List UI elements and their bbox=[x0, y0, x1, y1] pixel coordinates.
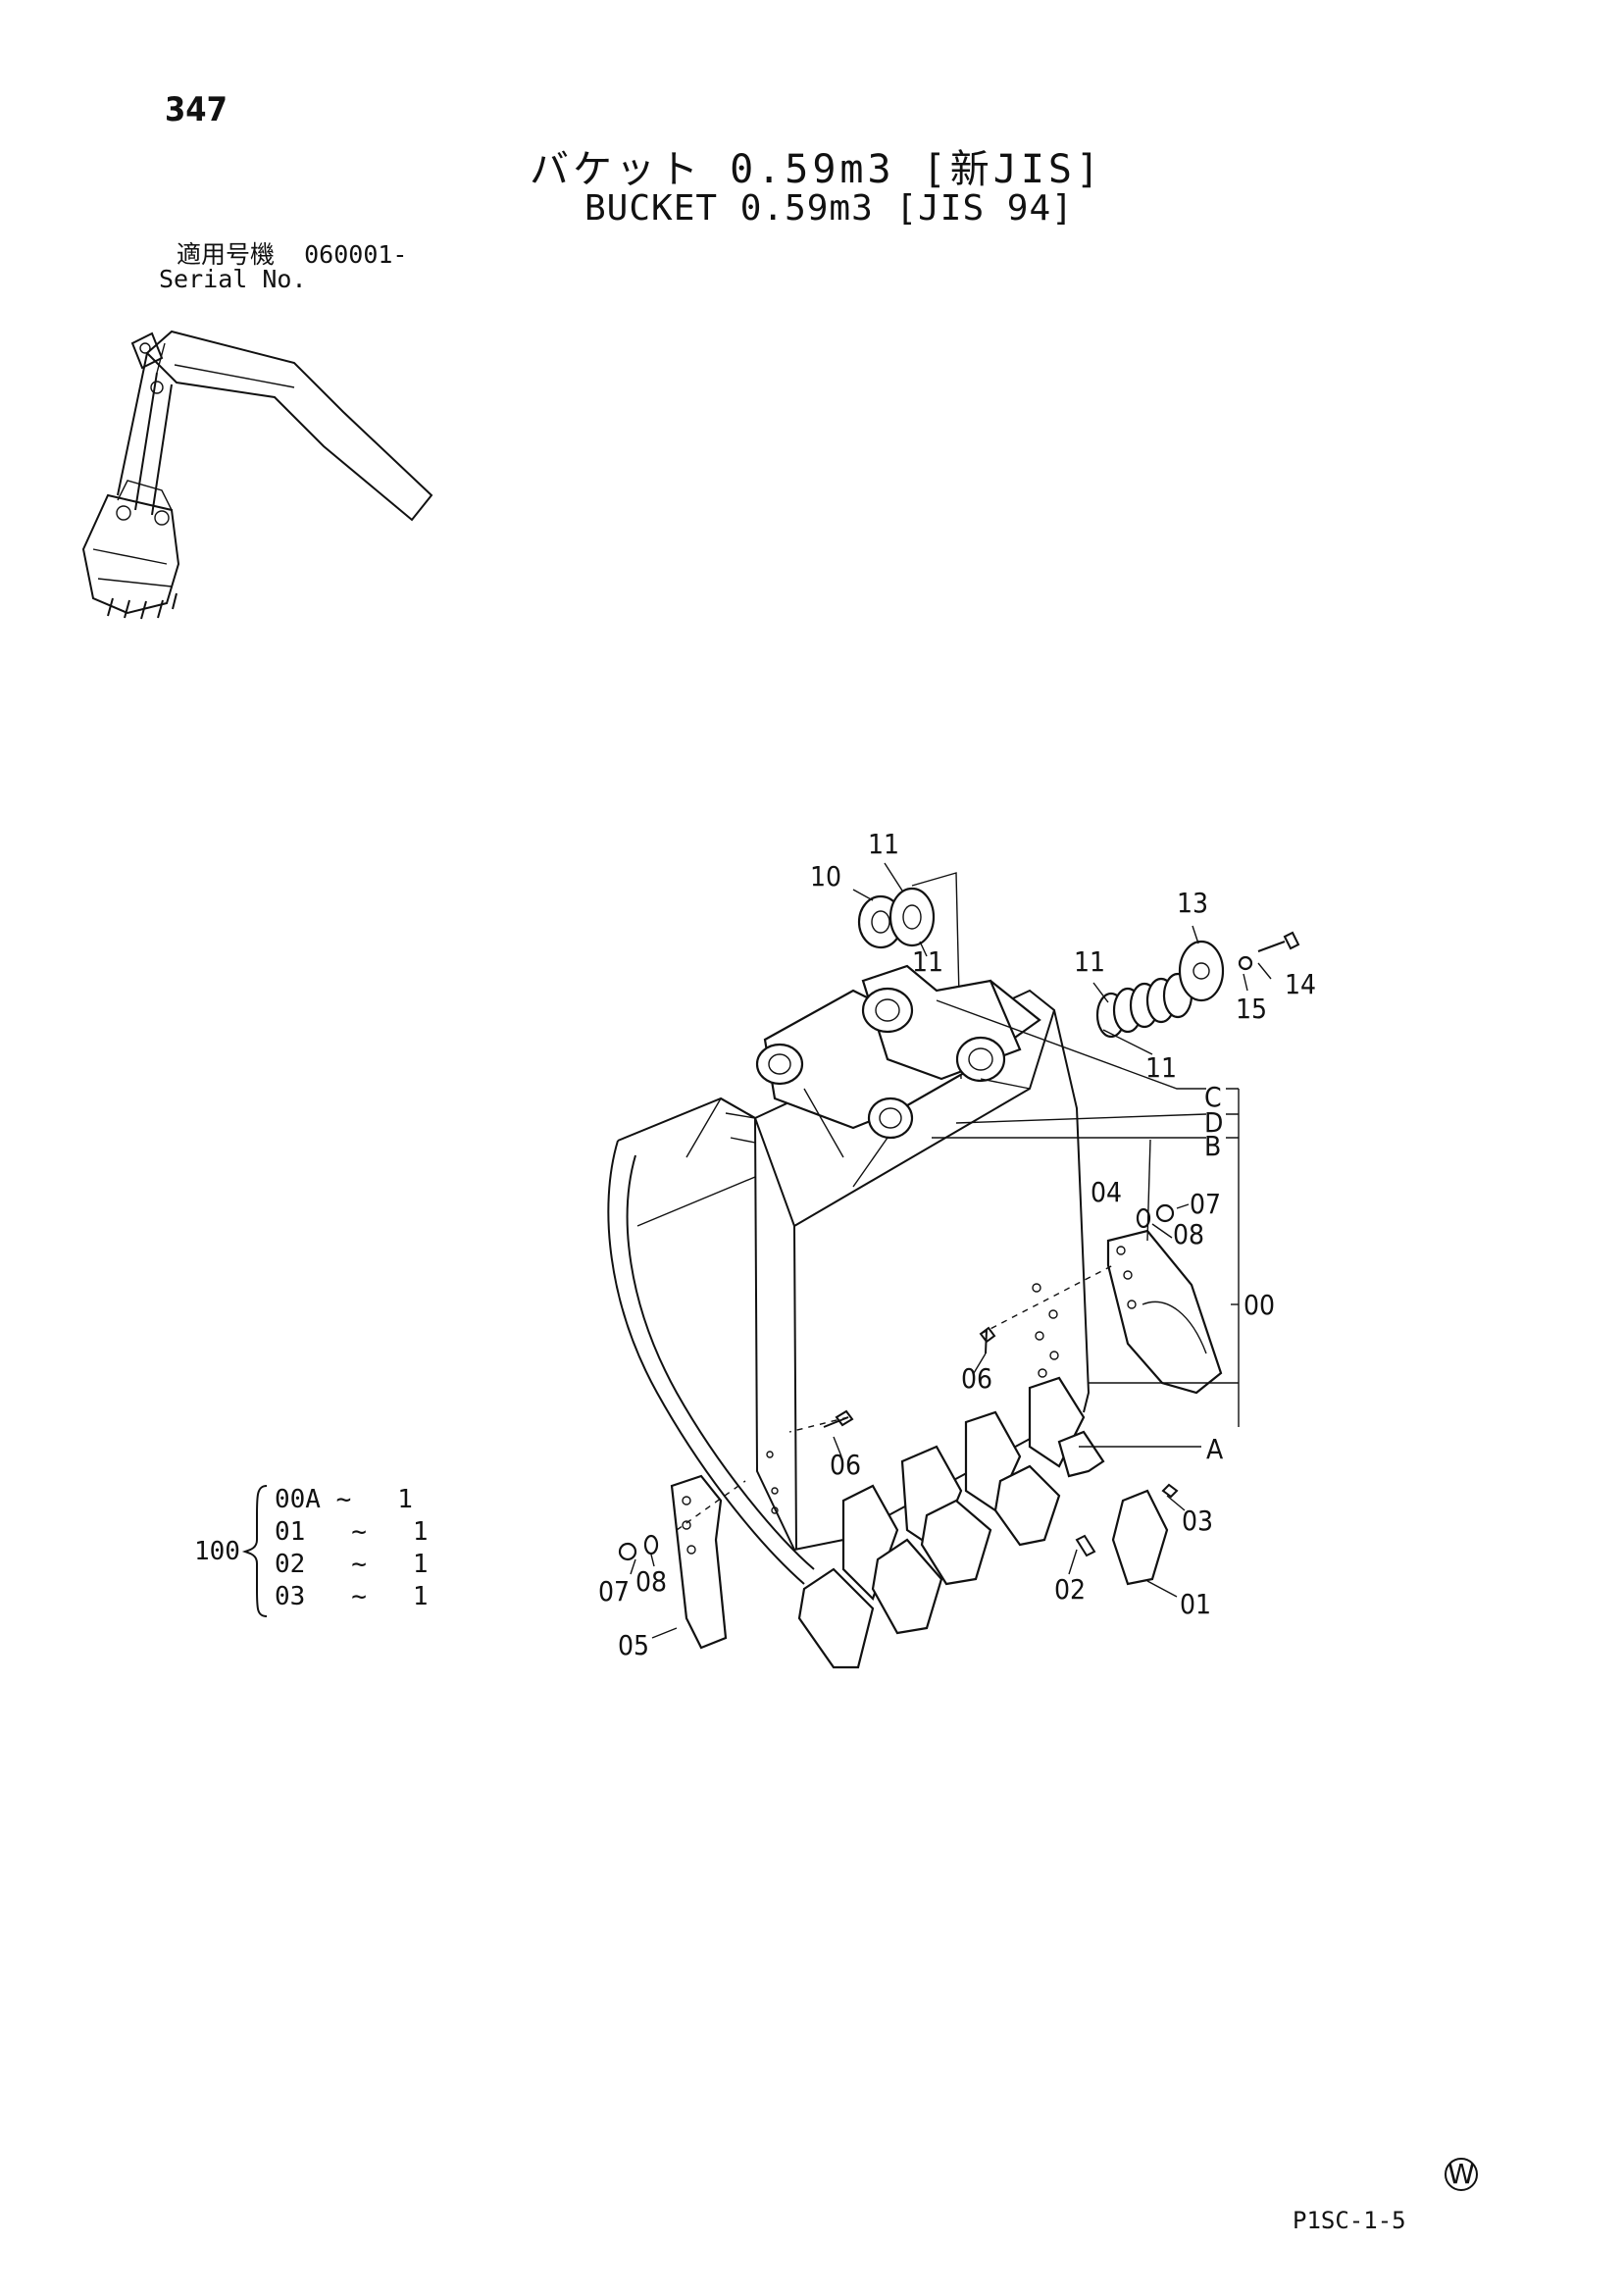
kit-row: 00A ~ 1 bbox=[275, 1485, 413, 1514]
kit-row-tilde: ~ bbox=[335, 1485, 352, 1514]
kit-row: 01 ~ 1 bbox=[275, 1517, 429, 1547]
callout-03: 03 bbox=[1182, 1505, 1213, 1537]
callout-14: 14 bbox=[1285, 968, 1316, 1000]
callout-B: B bbox=[1204, 1130, 1221, 1162]
callout-A: A bbox=[1206, 1433, 1224, 1465]
callout-11-shim-left: 11 bbox=[1074, 945, 1105, 978]
callout-07-left: 07 bbox=[598, 1575, 630, 1607]
kit-row-tilde: ~ bbox=[351, 1550, 367, 1579]
kit-number: 100 bbox=[194, 1537, 240, 1566]
kit-row-tilde: ~ bbox=[351, 1582, 367, 1611]
serial-number-row: 適用号機 060001- bbox=[177, 235, 407, 271]
shim-stack bbox=[1095, 931, 1300, 1039]
kit-row-code: 01 bbox=[275, 1517, 306, 1547]
bucket-teeth bbox=[797, 1376, 1169, 1669]
title-japanese: バケット 0.59m3 [新JIS] bbox=[530, 147, 1104, 192]
serial-label-en: Serial No. bbox=[159, 265, 307, 293]
callout-13: 13 bbox=[1177, 887, 1208, 919]
kit-row-code: 02 bbox=[275, 1550, 306, 1579]
callout-02: 02 bbox=[1054, 1573, 1086, 1606]
kit-row-qty: 1 bbox=[397, 1485, 413, 1514]
callout-00: 00 bbox=[1243, 1289, 1275, 1321]
leader-lines bbox=[630, 862, 1272, 1639]
callout-05: 05 bbox=[618, 1629, 649, 1661]
side-cutter-right bbox=[1106, 1229, 1223, 1395]
callout-08-left: 08 bbox=[635, 1565, 667, 1598]
bolts-and-nuts bbox=[618, 1203, 1179, 1561]
kit-brace bbox=[241, 1485, 268, 1617]
callout-15: 15 bbox=[1236, 993, 1267, 1025]
kit-row-code: 03 bbox=[275, 1582, 306, 1611]
callout-10: 10 bbox=[810, 860, 841, 893]
callout-07-right: 07 bbox=[1190, 1188, 1221, 1220]
washer-pair-top bbox=[857, 887, 936, 949]
callout-06-right: 06 bbox=[961, 1362, 992, 1395]
kit-row-qty: 1 bbox=[412, 1550, 429, 1579]
callout-11-top: 11 bbox=[868, 828, 899, 860]
plate-code: P1SC-1-5 bbox=[1293, 2207, 1406, 2234]
kit-row: 03 ~ 1 bbox=[275, 1582, 429, 1611]
callout-11-shim-bottom: 11 bbox=[1145, 1051, 1177, 1084]
kit-row-qty: 1 bbox=[412, 1517, 429, 1547]
callout-D: D bbox=[1204, 1106, 1223, 1139]
callout-06-left: 06 bbox=[830, 1449, 861, 1481]
kit-row-qty: 1 bbox=[412, 1582, 429, 1611]
callout-08-right: 08 bbox=[1173, 1218, 1204, 1250]
serial-label-jp: 適用号機 bbox=[177, 240, 276, 269]
callout-01: 01 bbox=[1180, 1588, 1211, 1620]
kit-row-code: 00A bbox=[275, 1485, 321, 1514]
callout-C: C bbox=[1204, 1081, 1222, 1113]
serial-value: 060001- bbox=[304, 240, 408, 269]
side-cutter-left bbox=[670, 1474, 728, 1650]
callout-04: 04 bbox=[1091, 1176, 1122, 1208]
page-number: 347 bbox=[165, 90, 228, 129]
w-mark-icon: W bbox=[1445, 2158, 1478, 2191]
excavator-arm-thumbnail bbox=[81, 330, 433, 620]
kit-row: 02 ~ 1 bbox=[275, 1550, 429, 1579]
kit-row-tilde: ~ bbox=[351, 1517, 367, 1547]
title-english: BUCKET 0.59m3 [JIS 94] bbox=[584, 188, 1074, 229]
callout-11-under-washer: 11 bbox=[912, 945, 943, 978]
